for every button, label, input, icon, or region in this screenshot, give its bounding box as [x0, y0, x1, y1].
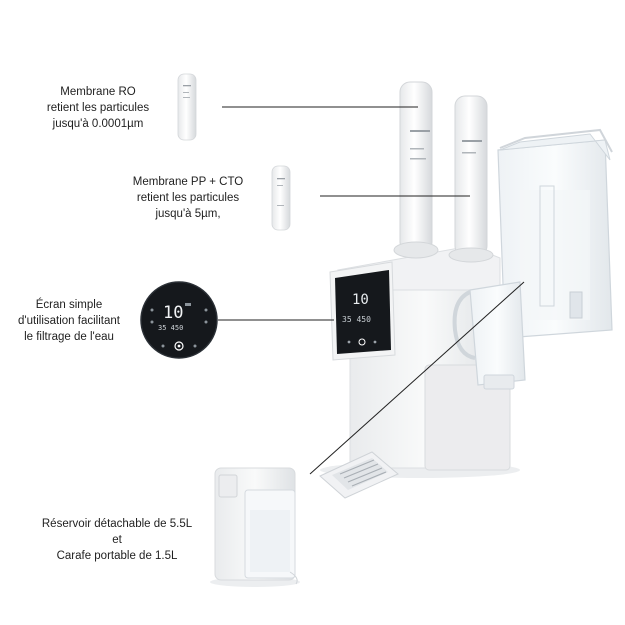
callout-ro-line-2: retient les particules — [46, 102, 150, 114]
ro-membrane-cartridge — [177, 73, 197, 141]
water-tank — [497, 128, 613, 339]
unit-preview — [210, 467, 300, 587]
callout-screen: Écran simple d'utilisation facilitant le… — [4, 297, 134, 345]
callout-tank-line-3: Carafe portable de 1.5L — [56, 550, 178, 562]
callout-pp-cto: Membrane PP + CTO retient les particules… — [108, 174, 268, 222]
callout-screen-line-2: d'utilisation facilitant — [18, 315, 120, 327]
drip-tray — [319, 451, 399, 499]
callout-ro: Membrane RO retient les particules jusqu… — [18, 84, 178, 132]
callout-tank-line-1: Réservoir détachable de 5.5L — [41, 518, 193, 530]
power-button-icon — [174, 341, 184, 351]
callout-ro-line-3: jusqu'à 0.0001µm — [52, 118, 144, 130]
callout-pp-cto-line-1: Membrane PP + CTO — [132, 176, 244, 188]
closeup-readout: 10 — [163, 303, 183, 323]
carafe — [452, 281, 526, 390]
leader-lines — [218, 106, 525, 475]
leader-line-tank — [309, 281, 525, 475]
callout-screen-line-1: Écran simple — [35, 299, 103, 311]
closeup-small-readout: 35 450 — [158, 324, 183, 332]
unit-screen — [335, 270, 391, 354]
callout-ro-line-1: Membrane RO — [60, 86, 136, 98]
unit-screen-small-readout: 35 450 — [342, 315, 371, 324]
installed-filters — [393, 81, 494, 263]
screen-closeup: 10 35 450 — [140, 281, 218, 359]
callout-tank: Réservoir détachable de 5.5L et Carafe p… — [22, 516, 212, 564]
main-unit: 10 35 450 — [320, 245, 520, 478]
callout-screen-line-3: le filtrage de l'eau — [24, 331, 114, 343]
callout-tank-line-2: et — [112, 534, 122, 546]
unit-screen-readout: 10 — [352, 292, 369, 308]
callout-pp-cto-line-3: jusqu'à 5µm, — [155, 208, 221, 220]
pp-cto-membrane-cartridge — [271, 165, 291, 231]
callout-pp-cto-line-2: retient les particules — [136, 192, 240, 204]
